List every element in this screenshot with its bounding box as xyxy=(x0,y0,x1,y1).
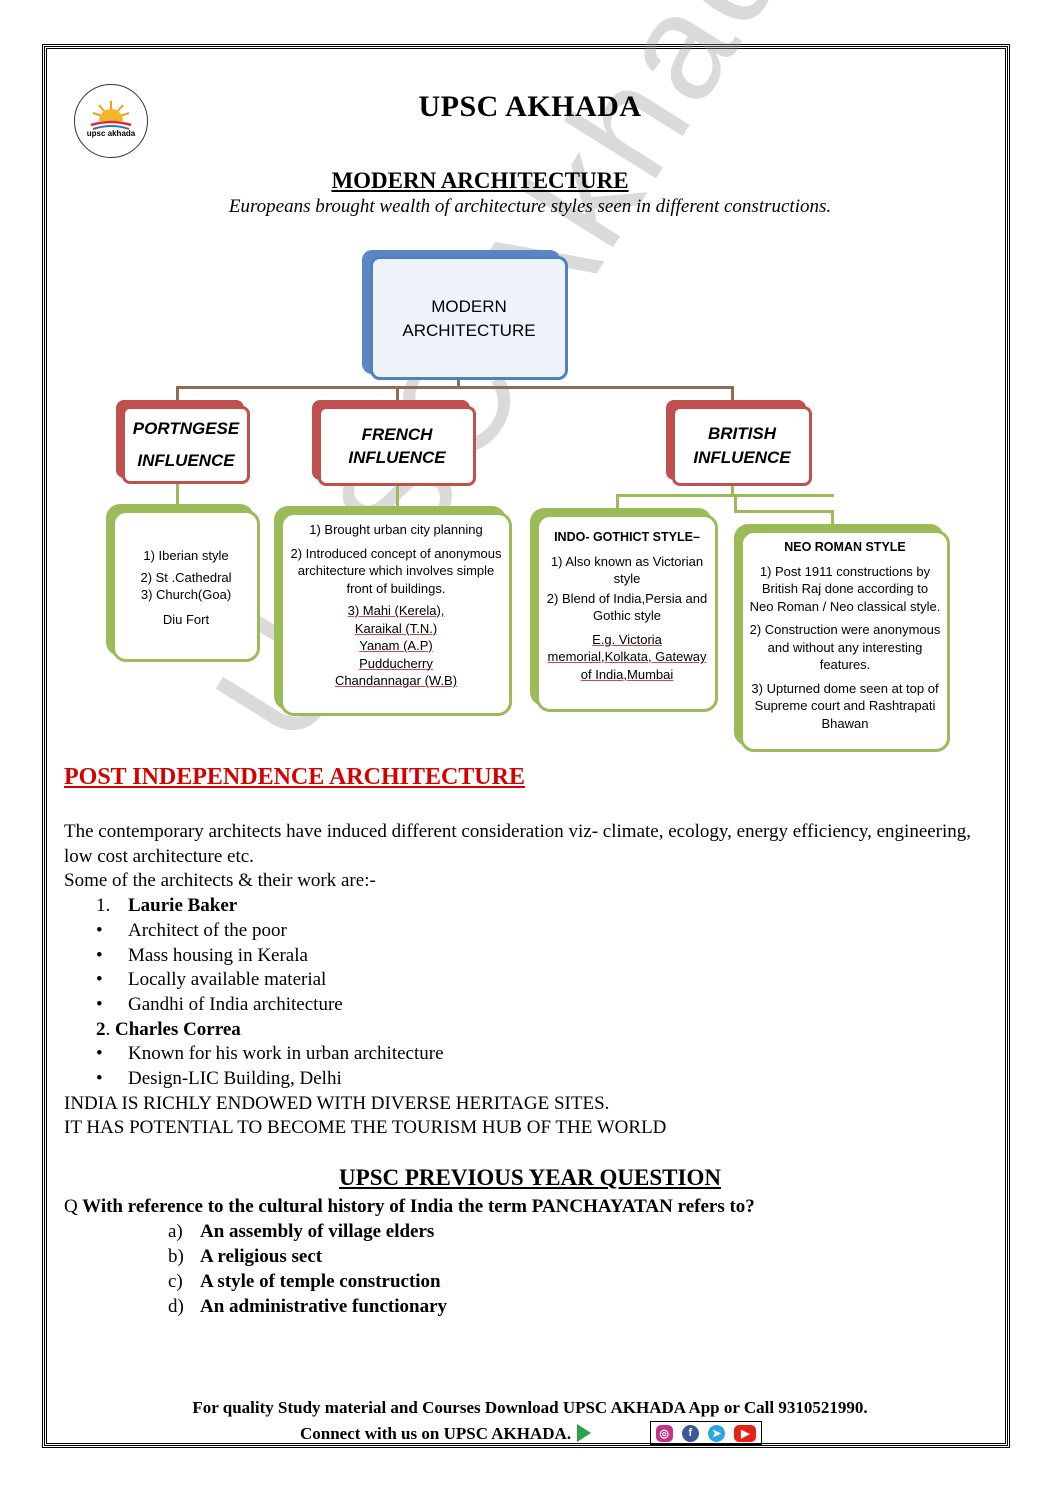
upsc-akhada-logo: upsc akhada xyxy=(74,84,148,158)
portuguese-item: 3) Church(Goa) xyxy=(140,587,232,602)
page-border xyxy=(42,44,1010,1448)
question-prefix: Q xyxy=(64,1196,78,1217)
post-independence-title: POST INDEPENDENCE ARCHITECTURE xyxy=(64,764,525,790)
root-label-line2: ARCHITECTURE xyxy=(402,321,536,340)
option-item: c)A style of temple construction xyxy=(168,1271,441,1292)
play-store-icon[interactable] xyxy=(577,1424,592,1442)
list-number: 2 xyxy=(96,1018,106,1040)
portuguese-item: Diu Fort xyxy=(162,612,210,627)
architect-name: Charles Correa xyxy=(115,1018,241,1040)
root-label-line1: MODERN xyxy=(431,297,507,316)
post-independence-body: The contemporary architects have induced… xyxy=(64,820,994,1141)
french-influence-node: FRENCH INFLUENCE xyxy=(318,406,476,486)
neo-roman-connector-c xyxy=(831,510,834,530)
neo-roman-connector-b xyxy=(734,510,834,513)
portuguese-label-line2: INFLUENCE xyxy=(137,451,235,470)
british-influence-node: BRITISH INFLUENCE xyxy=(672,406,812,486)
list-item: •Mass housing in Kerala xyxy=(96,944,308,966)
brand-title: UPSC AKHADA xyxy=(418,90,642,123)
pyq-title: UPSC PREVIOUS YEAR QUESTION xyxy=(339,1165,721,1190)
list-item: •Design-LIC Building, Delhi xyxy=(96,1068,342,1090)
footer-contact: For quality Study material and Courses D… xyxy=(192,1398,868,1417)
diagram-root-node: MODERN ARCHITECTURE xyxy=(370,256,568,380)
french-label-line1: FRENCH xyxy=(361,425,433,444)
french-item: Karaikal (T.N.) xyxy=(354,620,438,636)
portuguese-label-line1: PORTNGESE xyxy=(132,419,240,438)
option-item: a)An assembly of village elders xyxy=(168,1221,435,1242)
portuguese-item: 2) St .Cathedral xyxy=(140,570,232,585)
indo-gothic-heading: INDO- GOTHICT STYLE– xyxy=(554,530,700,544)
portuguese-child-connector xyxy=(176,484,179,504)
indo-gothic-node: INDO- GOTHICT STYLE– 1) Also known as Vi… xyxy=(536,514,718,712)
french-child-connector xyxy=(396,486,399,508)
youtube-icon[interactable]: ▶ xyxy=(734,1424,757,1442)
french-item: Chandannagar (W.B) xyxy=(334,673,458,688)
list-number: 1. xyxy=(96,895,111,917)
neo-roman-item: 1) Post 1911 constructions by British Ra… xyxy=(749,563,941,614)
root-connector xyxy=(457,380,460,388)
instagram-icon[interactable]: ◎ xyxy=(655,1424,673,1442)
option-item: d)An administrative functionary xyxy=(168,1296,447,1317)
neo-roman-connector-a xyxy=(734,494,737,510)
british-label-line2: INFLUENCE xyxy=(693,448,791,467)
indo-gothic-connector xyxy=(616,494,619,510)
closing-line: INDIA IS RICHLY ENDOWED WITH DIVERSE HER… xyxy=(64,1092,610,1114)
french-item: 3) Mahi (Kerela), xyxy=(347,603,445,618)
page-inner-border xyxy=(46,48,1006,1444)
intro-paragraph: The contemporary architects have induced… xyxy=(64,821,972,867)
portuguese-connector xyxy=(176,386,179,404)
architect-name: Laurie Baker xyxy=(128,895,238,917)
list-item: •Known for his work in urban architectur… xyxy=(96,1043,444,1065)
facebook-icon[interactable]: f xyxy=(681,1424,699,1442)
neo-roman-item: 2) Construction were anonymous and witho… xyxy=(749,622,941,672)
portuguese-details-node: 1) Iberian style 2) St .Cathedral 3) Chu… xyxy=(112,510,260,662)
pyq-options: a)An assembly of village elders b)A reli… xyxy=(168,1219,447,1319)
french-item: 2) Introduced concept of anonymous archi… xyxy=(290,545,502,596)
closing-line: IT HAS POTENTIAL TO BECOME THE TOURISM H… xyxy=(64,1117,667,1139)
french-label-line2: INFLUENCE xyxy=(348,448,446,467)
telegram-icon[interactable]: ➤ xyxy=(708,1424,726,1442)
indo-gothic-item: 2) Blend of India,Persia and Gothic styl… xyxy=(546,590,708,624)
british-connector xyxy=(731,386,734,404)
architect-heading: 2. Charles Correa xyxy=(96,1018,241,1040)
neo-roman-heading: NEO ROMAN STYLE xyxy=(784,540,906,554)
option-item: b)A religious sect xyxy=(168,1246,323,1267)
neo-roman-item: 3) Upturned dome seen at top of Supreme … xyxy=(751,680,939,731)
list-item: •Locally available material xyxy=(96,969,327,991)
list-item: •Architect of the poor xyxy=(96,919,287,941)
page-title: MODERN ARCHITECTURE xyxy=(331,168,629,193)
british-label-line1: BRITISH xyxy=(708,424,776,443)
footer-connect: Connect with us on UPSC AKHADA. xyxy=(300,1424,592,1444)
french-connector xyxy=(396,386,399,404)
question-text: With reference to the cultural history o… xyxy=(82,1196,755,1217)
british-child-connector xyxy=(731,486,734,496)
indo-gothic-item: E.g. Victoria memorial,Kolkata, Gateway … xyxy=(547,631,707,682)
neo-roman-node: NEO ROMAN STYLE 1) Post 1911 constructio… xyxy=(740,530,950,752)
french-item: 1) Brought urban city planning xyxy=(309,522,483,537)
portuguese-item: 1) Iberian style xyxy=(143,548,229,563)
list-item: •Gandhi of India architecture xyxy=(96,993,343,1015)
architects-list: 1. Laurie Baker •Architect of the poor •M… xyxy=(64,894,994,1092)
logo-text: upsc akhada xyxy=(86,129,136,138)
social-icons: ◎ f ➤ ▶ xyxy=(650,1421,762,1445)
pyq-question: Q With reference to the cultural history… xyxy=(64,1194,994,1219)
british-split-connector xyxy=(616,494,834,497)
french-item: Yanam (A.P) xyxy=(359,638,433,653)
architect-heading: 1. Laurie Baker xyxy=(64,894,994,919)
level1-connector xyxy=(176,386,733,389)
lead-paragraph: Some of the architects & their work are:… xyxy=(64,870,376,892)
portuguese-influence-node: PORTNGESE INFLUENCE xyxy=(122,406,250,484)
page-subtitle: Europeans brought wealth of architecture… xyxy=(228,196,832,217)
indo-gothic-item: 1) Also known as Victorian style xyxy=(550,553,704,587)
french-details-node: 1) Brought urban city planning 2) Introd… xyxy=(280,512,512,716)
french-item: Pudducherry xyxy=(359,655,433,671)
